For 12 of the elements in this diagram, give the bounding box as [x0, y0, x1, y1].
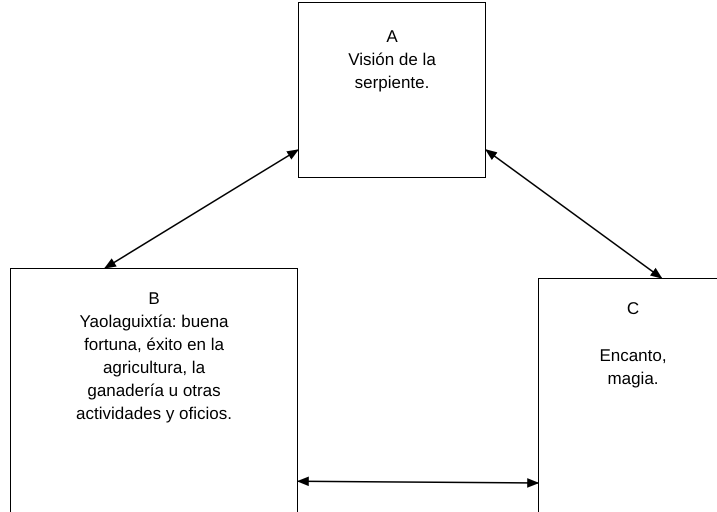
double-headed-arrow [485, 149, 662, 279]
double-headed-arrow [104, 149, 300, 269]
box-letter: C [626, 298, 640, 320]
text-box [298, 2, 486, 178]
text-box [538, 278, 717, 512]
double-headed-arrow [296, 476, 540, 488]
box-letter: B [148, 288, 160, 310]
box-letter: A [386, 26, 398, 48]
text-box [10, 268, 298, 512]
box-description: Visión de la serpiente. [347, 49, 437, 94]
box-description: Encanto, magia. [598, 345, 668, 390]
box-description: Yaolaguixtía: buena fortuna, éxito en la agricultura, la ganadería u otras actividades y oficios. [75, 311, 233, 425]
